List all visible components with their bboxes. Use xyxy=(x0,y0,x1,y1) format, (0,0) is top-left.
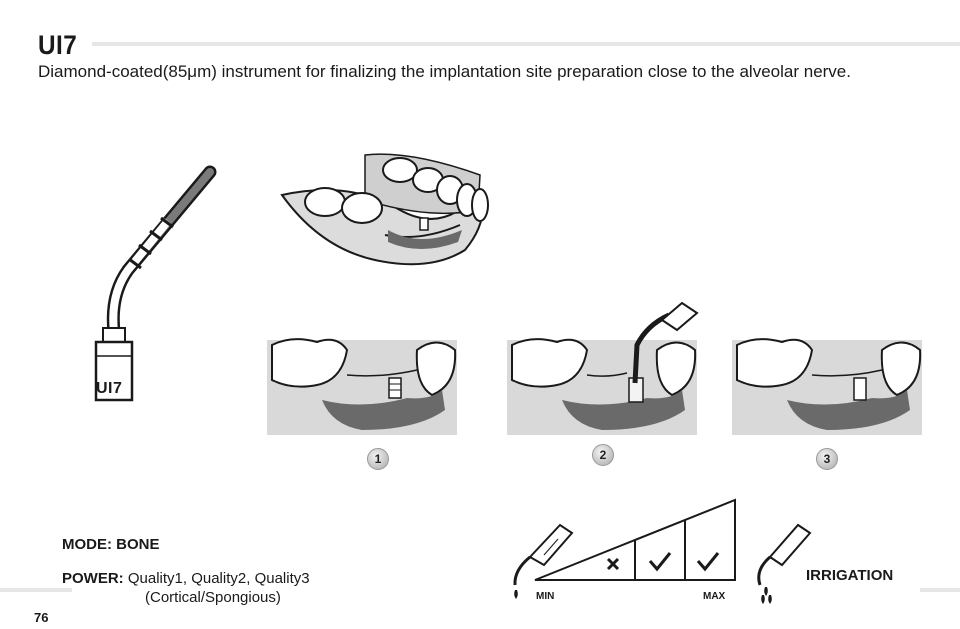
mode-setting: MODE: BONE xyxy=(62,536,160,553)
power-setting: POWER: Quality1, Quality2, Quality3 xyxy=(62,568,310,589)
irrigation-label: IRRIGATION xyxy=(806,567,894,584)
instrument-label: UI7 xyxy=(96,380,123,397)
footer-rule-right xyxy=(920,588,960,592)
x-mark-icon xyxy=(606,557,620,571)
step-badge-3: 3 xyxy=(816,448,838,470)
drops-icon xyxy=(761,587,772,604)
power-subtext: (Cortical/Spongious) xyxy=(145,589,281,606)
footer-rule-left xyxy=(0,588,72,592)
page-title: UI7 xyxy=(38,30,78,60)
instrument-illustration xyxy=(94,165,217,402)
title-rule xyxy=(92,42,960,46)
check-icon xyxy=(648,552,672,572)
drop-icon xyxy=(514,590,518,599)
description: Diamond-coated(85μm) instrument for fina… xyxy=(38,62,851,81)
scale-min-label: MIN xyxy=(536,591,555,602)
power-label: POWER: xyxy=(62,570,124,587)
jaw-illustration xyxy=(280,153,489,266)
step-1-illustration xyxy=(267,330,457,435)
step-2-illustration xyxy=(507,301,699,435)
power-scale xyxy=(513,498,812,604)
page-number: 76 xyxy=(34,610,49,625)
power-value: Quality1, Quality2, Quality3 xyxy=(127,570,310,587)
step-badge-2: 2 xyxy=(592,444,614,466)
scale-max-label: MAX xyxy=(703,591,726,602)
step-3-illustration xyxy=(732,330,922,435)
check-icon xyxy=(696,552,720,572)
step-badge-1: 1 xyxy=(367,448,389,470)
